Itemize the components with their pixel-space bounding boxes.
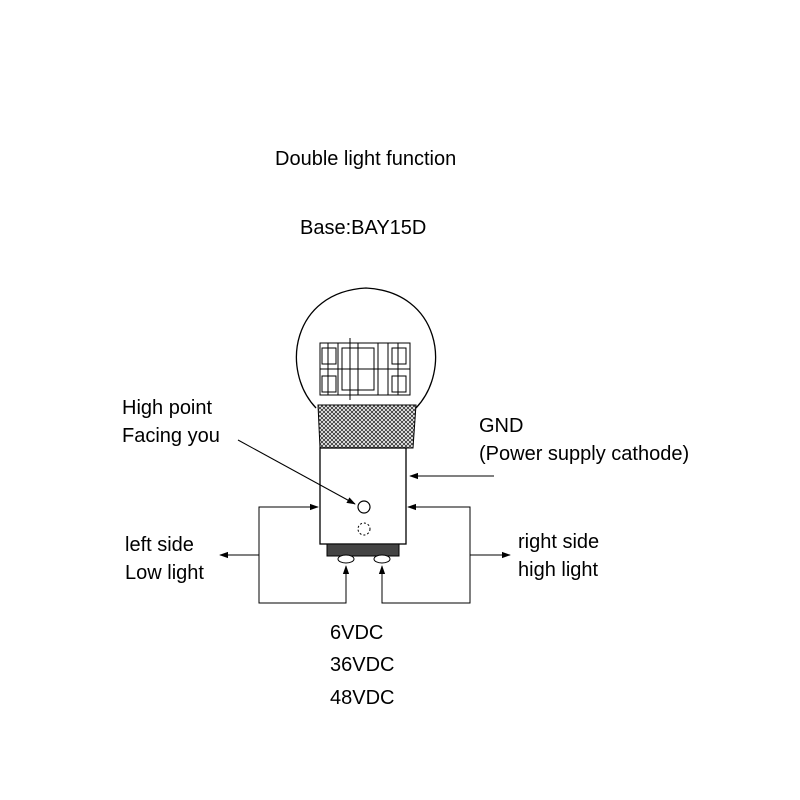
voltage-36vdc: 36VDC bbox=[330, 654, 395, 676]
right-contact bbox=[373, 554, 391, 564]
high-point-label-line1: High point bbox=[122, 397, 213, 419]
left-contact bbox=[337, 554, 355, 564]
base-ring bbox=[326, 543, 400, 557]
hidden-pin bbox=[357, 522, 371, 536]
mesh-collar bbox=[317, 404, 417, 449]
led-chips bbox=[319, 338, 411, 400]
voltage-48vdc: 48VDC bbox=[330, 687, 395, 709]
bulb-glass bbox=[295, 287, 437, 409]
metal-base bbox=[319, 447, 407, 545]
left-circuit bbox=[258, 503, 350, 604]
right-side-label-line1: right side bbox=[518, 531, 600, 553]
base-label: Base:BAY15D bbox=[300, 217, 427, 239]
gnd-label-line2: (Power supply cathode) bbox=[479, 443, 690, 465]
diagram-title: Double light function bbox=[275, 148, 457, 170]
left-side-label-line1: left side bbox=[125, 534, 194, 556]
left-side-label-line2: Low light bbox=[125, 562, 204, 584]
right-circuit bbox=[378, 503, 471, 604]
high-point-label-line2: Facing you bbox=[122, 425, 220, 447]
high-point-pin bbox=[357, 500, 371, 514]
gnd-label-line1: GND bbox=[479, 415, 524, 437]
high-point-arrow bbox=[237, 439, 356, 505]
voltage-6vdc: 6VDC bbox=[330, 622, 384, 644]
right-side-label-line2: high light bbox=[518, 559, 599, 581]
